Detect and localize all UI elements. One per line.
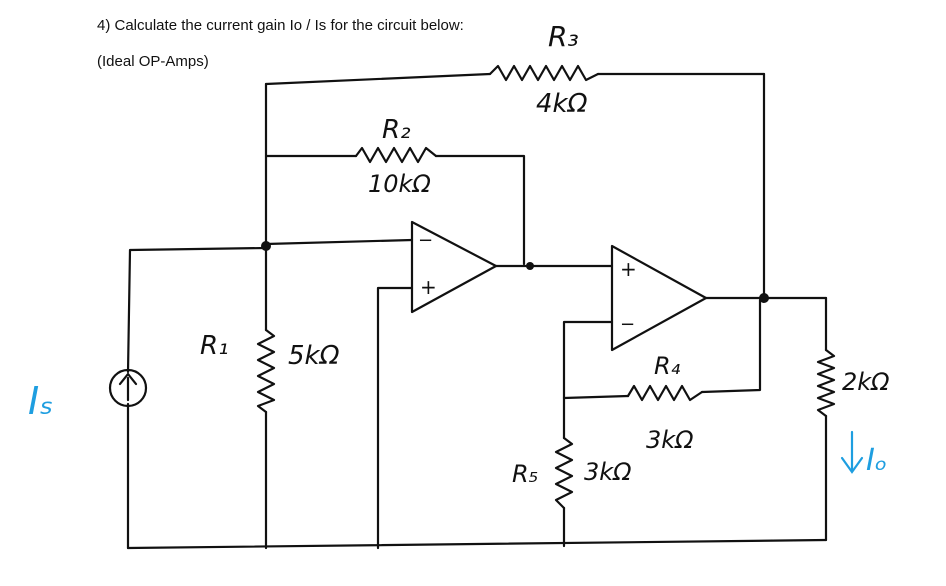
label-r2-value: 10kΩ <box>368 170 431 198</box>
label-r1-value: 5kΩ <box>288 341 340 371</box>
output-current-arrow <box>840 430 864 474</box>
wire-node-a-to-inv <box>264 238 414 246</box>
opamp-1-plus-sign: + <box>420 275 437 299</box>
current-source-arrow-icon <box>118 372 138 386</box>
label-is: Iₛ <box>28 379 53 423</box>
label-r4-value: 3kΩ <box>646 426 694 454</box>
opamp-2: + − <box>610 244 708 352</box>
resistor-r1 <box>256 328 276 414</box>
wire-ground-rail <box>126 538 828 550</box>
opamp-1-minus-sign: − <box>418 230 433 251</box>
io-arrow-down-icon <box>840 456 864 474</box>
label-r5-name: R₅ <box>512 460 538 488</box>
wire-opamp2-minus <box>562 320 614 400</box>
label-r2-name: R₂ <box>382 115 411 145</box>
junction-opamp1-out <box>526 262 534 270</box>
wire-opamp1-plus-ground <box>376 286 414 550</box>
label-r5-value: 3kΩ <box>584 458 632 486</box>
opamp-1-triangle <box>410 220 498 314</box>
junction-opamp2-out <box>759 293 769 303</box>
question-title: 4) Calculate the current gain Io / Is fo… <box>97 17 464 34</box>
label-r3-name: R₃ <box>548 20 579 53</box>
label-r3-value: 4kΩ <box>536 89 588 119</box>
opamp-2-triangle <box>610 244 708 352</box>
resistor-r4 <box>626 384 704 402</box>
current-source-is <box>108 368 148 408</box>
resistor-r5 <box>554 436 574 510</box>
resistor-r3 <box>488 64 600 82</box>
wire-node-a-to-source <box>126 246 268 374</box>
label-load-value: 2kΩ <box>842 368 890 396</box>
question-note: (Ideal OP-Amps) <box>97 53 209 70</box>
junction-node-a <box>261 241 271 251</box>
opamp-2-plus-sign: + <box>620 257 637 281</box>
wire-r2-right <box>434 154 526 266</box>
resistor-load <box>816 348 836 418</box>
wire-top-left <box>264 72 492 86</box>
wire-r4-right <box>700 298 762 394</box>
opamp-1: − + <box>410 220 498 314</box>
label-r1-name: R₁ <box>200 331 229 361</box>
opamp-2-minus-sign: − <box>620 314 635 335</box>
label-r4-name: R₄ <box>654 352 681 380</box>
wires <box>126 72 828 550</box>
resistor-r2 <box>354 146 438 164</box>
wire-r4-left <box>562 394 630 400</box>
current-source-circle <box>108 368 148 408</box>
label-io: Iₒ <box>866 443 887 478</box>
